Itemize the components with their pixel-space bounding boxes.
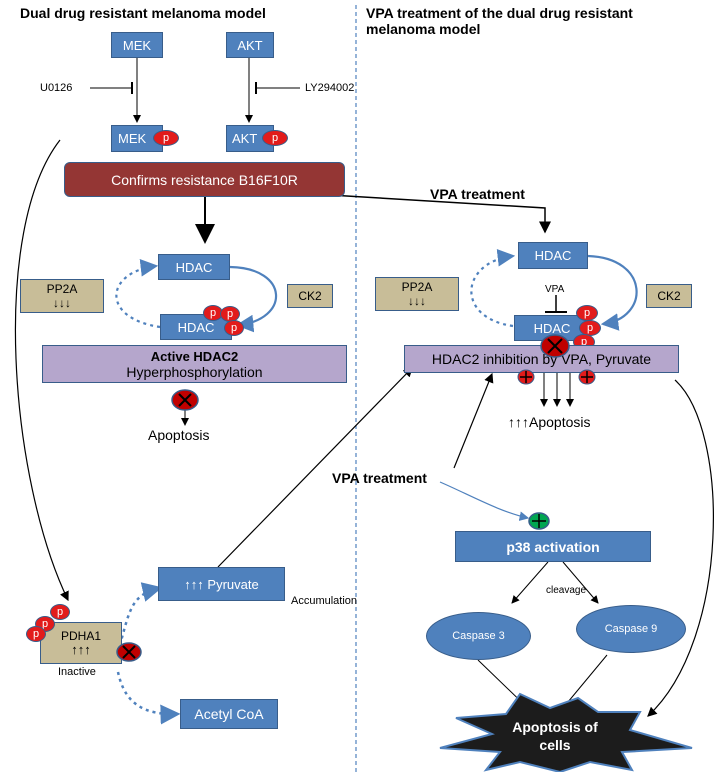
left-ck2-box: CK2 <box>287 284 333 308</box>
resistance-box: Confirms resistance B16F10R <box>64 162 345 197</box>
ly294002-label: LY294002 <box>305 82 355 94</box>
caspase3-ellipse: Caspase 3 <box>426 612 531 660</box>
left-hdac-p3: p <box>224 320 244 336</box>
left-hdac-top: HDAC <box>158 254 230 280</box>
plus-icon-left <box>517 369 535 385</box>
phospho-akt-p: p <box>262 130 288 146</box>
vpa-treatment-mid-label: VPA treatment <box>332 470 427 486</box>
hyperphosphorylation-label: Hyperphosphorylation <box>126 363 263 380</box>
pdha1-label: PDHA1 <box>60 629 101 643</box>
apoptosis-cells-line1: Apoptosis of <box>512 719 598 735</box>
right-pp2a-label: PP2A <box>401 280 433 294</box>
apoptosis-cells-label: Apoptosis of cells <box>505 718 605 754</box>
right-apoptosis-label: ↑↑↑Apoptosis <box>508 414 591 430</box>
active-hdac2-label: Active HDAC2 <box>150 348 239 364</box>
active-hdac2-box: Active HDAC2 Hyperphosphorylation <box>42 345 347 383</box>
pdha1-block-icon <box>116 642 142 662</box>
right-pp2a-arrows: ↓↓↓ <box>408 294 426 308</box>
right-panel-title: VPA treatment of the dual drug resistant… <box>366 5 633 37</box>
cleavage-label: cleavage <box>546 585 587 596</box>
akt-box: AKT <box>226 32 274 58</box>
apoptosis-cells-line2: cells <box>539 737 571 753</box>
accumulation-label: Accumulation <box>291 595 358 607</box>
right-hdac-top: HDAC <box>518 242 588 269</box>
left-pp2a-label: PP2A <box>46 282 78 296</box>
u0126-label: U0126 <box>40 82 73 94</box>
pdha1-box: PDHA1 ↑↑↑ <box>40 622 122 664</box>
right-title-line2: melanoma model <box>366 21 481 37</box>
right-pp2a-box: PP2A ↓↓↓ <box>375 277 459 311</box>
green-plus-icon <box>528 512 550 530</box>
pdha1-p3: p <box>26 626 46 642</box>
left-pp2a-box: PP2A ↓↓↓ <box>20 279 104 313</box>
vpa-treatment-top-label: VPA treatment <box>430 186 525 202</box>
right-ck2-box: CK2 <box>646 284 692 308</box>
inactive-label: Inactive <box>58 666 96 678</box>
left-hdac-p1: p <box>203 305 223 321</box>
left-panel-title: Dual drug resistant melanoma model <box>20 5 266 21</box>
pdha1-p2: p <box>50 604 70 620</box>
p38-activation-box: p38 activation <box>455 531 651 562</box>
pyruvate-box: ↑↑↑ Pyruvate <box>158 567 285 601</box>
left-apoptosis-label: Apoptosis <box>148 427 210 443</box>
acetyl-coa-box: Acetyl CoA <box>180 699 278 729</box>
vpa-inhibitor-label: VPA <box>545 284 565 295</box>
right-block-icon <box>540 334 570 358</box>
right-hdac-p1: p <box>576 305 598 321</box>
apoptosis-starburst <box>439 692 693 772</box>
left-pp2a-arrows: ↓↓↓ <box>53 296 71 310</box>
pdha1-arrows: ↑↑↑ <box>71 642 91 657</box>
right-title-line1: VPA treatment of the dual drug resistant <box>366 5 633 21</box>
caspase9-ellipse: Caspase 9 <box>576 605 686 653</box>
phospho-mek-p: p <box>153 130 179 146</box>
mek-box: MEK <box>111 32 163 58</box>
plus-icon-right <box>578 369 596 385</box>
left-block-icon <box>171 389 199 411</box>
